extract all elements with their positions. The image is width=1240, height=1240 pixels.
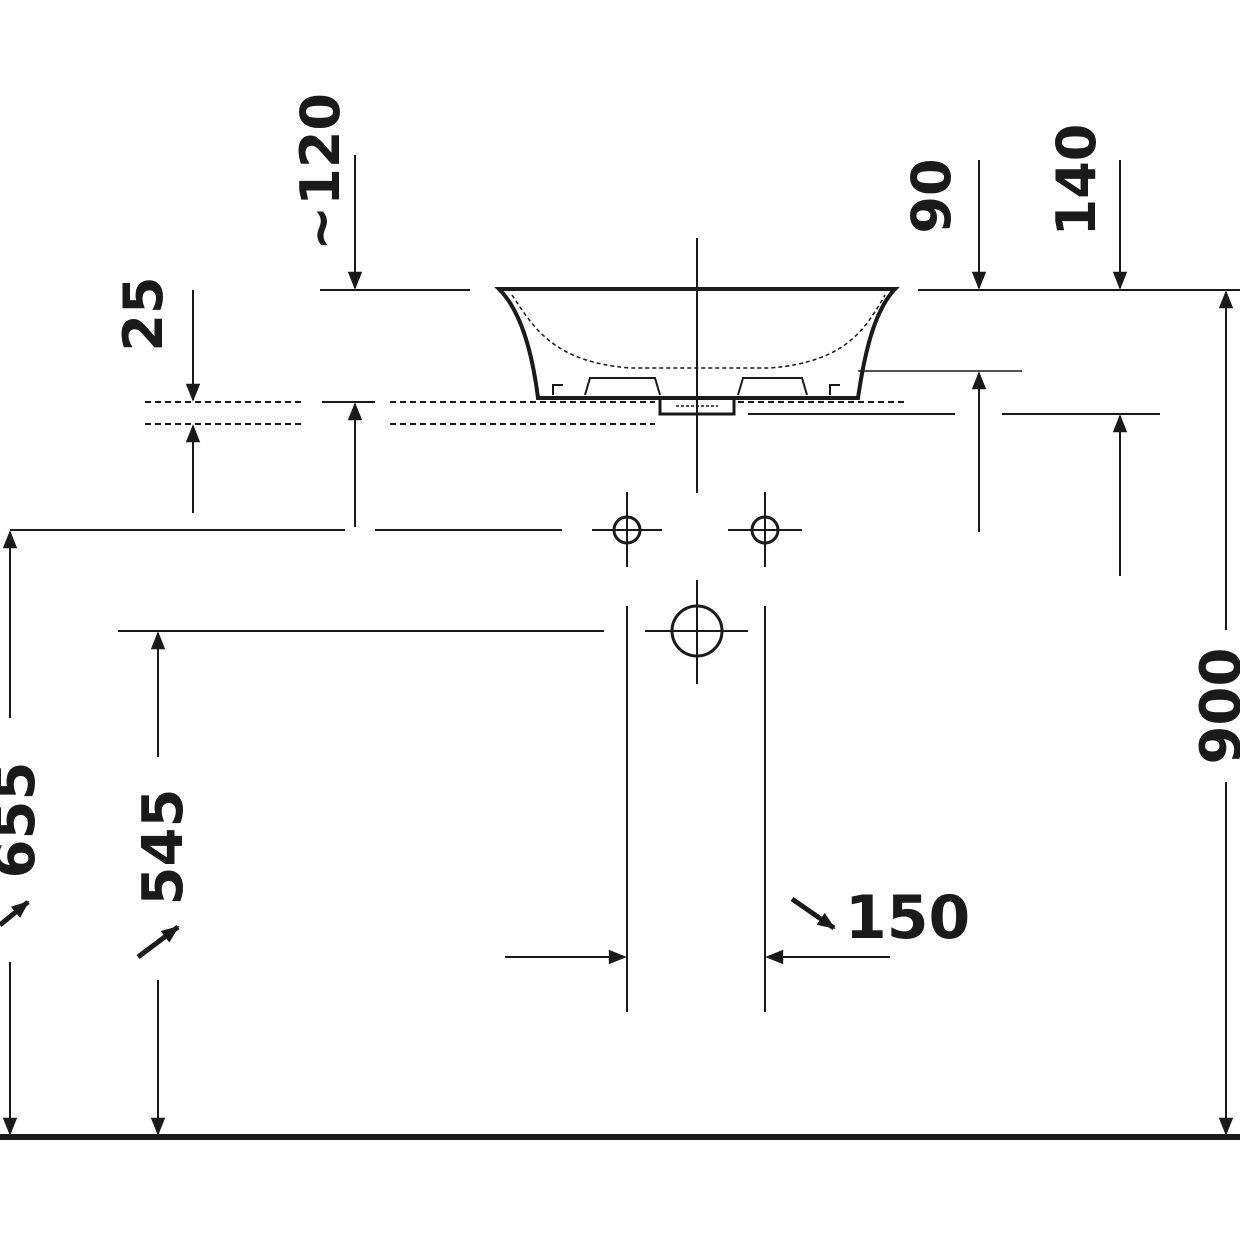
dimension-90: 90 [900,158,987,532]
dimension-label-655: 655 [0,762,48,879]
dimension-545: 545 [131,631,196,1136]
dimension-label-900: 900 [1189,648,1240,765]
dimension-120: ~120 [289,93,363,527]
dimension-655: 655 [0,530,48,1136]
basin-inner-dashed [511,294,886,369]
dimension-label-25: 25 [112,276,175,351]
dimension-140: 140 [1045,124,1128,576]
dimension-150: 150 [505,883,970,965]
dimension-label-150: 150 [845,883,970,953]
basin [494,287,1022,416]
left-valve-symbol [592,492,662,567]
basin-outline [494,287,900,400]
dimension-25: 25 [112,276,201,513]
countertop-lines [145,401,1160,425]
waste-outlet-symbol [645,580,748,684]
dimension-label-140: 140 [1045,124,1108,237]
dimension-label-120: ~120 [289,93,352,251]
right-valve-symbol [728,492,802,567]
dimension-900: 900 [1189,290,1240,1136]
dimension-label-90: 90 [900,158,963,233]
dimension-label-545: 545 [131,789,196,906]
